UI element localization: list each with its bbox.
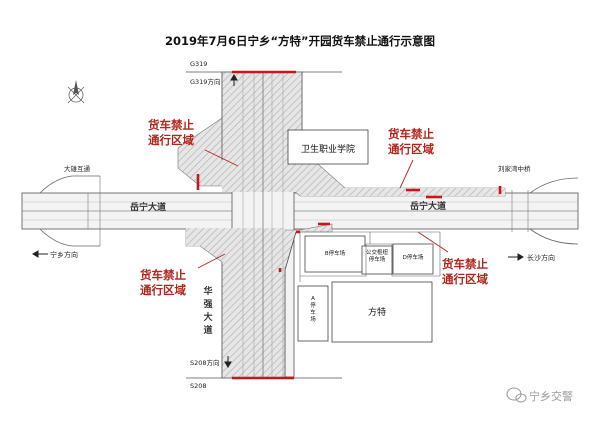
ramp-right-top (529, 177, 579, 194)
huaqiang-avenue-label: 华强大道 (203, 287, 213, 336)
bus-hub-label: 公交枢纽停车场 (365, 250, 388, 263)
s208-direction-label: S208方向 (190, 359, 220, 367)
changsha-direction-label: 长沙方向 (527, 254, 555, 262)
health-school-label: 卫生职业学院 (301, 145, 356, 155)
parking-lot-b (304, 235, 366, 273)
map-title: 2019年7月6日宁乡“方特”开园货车禁止通行示意图 (164, 34, 436, 48)
yuening-avenue-left-label: 岳宁大道 (130, 203, 167, 213)
restriction-barriers (196, 70, 502, 380)
restriction-zone-label-2: 货车禁止通行区域 (388, 127, 434, 156)
bus-hub-parking (361, 245, 393, 275)
yuening-avenue-right-label: 岳宁大道 (410, 202, 447, 212)
compass-icon (67, 80, 85, 104)
health-school-building (287, 129, 369, 165)
parking-lot-d-label: D停车场 (402, 255, 424, 261)
direction-arrows (32, 74, 524, 368)
parking-lot-a (297, 285, 329, 342)
ramp-left-top (39, 175, 100, 194)
fangte-building (331, 281, 433, 343)
g319-label: G319 (190, 60, 208, 68)
liujiawan-bridge-label: 刘家湾中桥 (498, 165, 531, 173)
s208-label: S208 (190, 382, 207, 390)
parking-lot-d (392, 243, 434, 275)
fangte-label: 方特 (368, 308, 387, 318)
watermark-icon (506, 387, 527, 403)
restriction-zone-label-3: 货车禁止通行区域 (442, 257, 488, 286)
ramp-left-bottom (39, 228, 100, 247)
restriction-zone-label-1: 货车禁止通行区域 (148, 118, 194, 147)
g319-direction-label: G319方向 (190, 78, 221, 86)
restriction-zone-label-4: 货车禁止通行区域 (140, 268, 186, 297)
watermark-text: 宁乡交警 (529, 390, 573, 403)
parking-lot-b-label: B停车场 (324, 251, 346, 257)
ramp-right-bottom (529, 228, 579, 245)
daxiong-interchange-label: 大雄互通 (64, 165, 90, 173)
ningxiang-direction-label: 宁乡方向 (50, 251, 78, 259)
